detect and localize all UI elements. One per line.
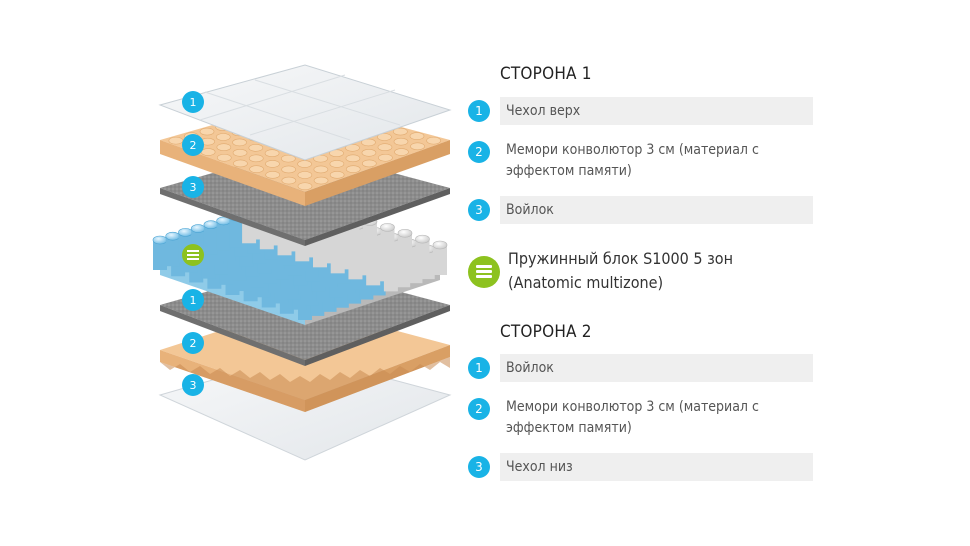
illu-badge-top-3-num: 3 [190,181,197,194]
number-badge: 3 [468,199,490,221]
side2-item-3: 3 Чехол низ [468,453,816,481]
side1-item-1: 1 Чехол верх [468,97,816,125]
item-label-line2: эффектом памяти) [506,420,632,436]
spring-block-layer [152,193,448,325]
illu-badge-top-1-num: 1 [190,96,197,109]
item-label-line1: Мемори конволютор 3 см (материал с [506,142,759,158]
illu-badge-bottom-2: 2 [182,332,204,354]
item-bar [500,196,813,224]
item-label: Войлок [506,202,554,218]
illu-badge-top-1: 1 [182,91,204,113]
illu-badge-bottom-2-num: 2 [190,337,197,350]
item-label-line1: Мемори конволютор 3 см (материал с [506,399,759,415]
number-badge: 2 [468,398,490,420]
illu-spring-badge [182,244,204,266]
spring-label-line1: Пружинный блок S1000 5 зон [508,249,734,268]
illu-badge-bottom-3-num: 3 [190,379,197,392]
side2-title: СТОРОНА 2 [500,322,592,342]
spring-label-line2: (Anatomic multizone) [508,273,664,292]
item-label: Войлок [506,360,554,376]
illustration-badges: 1 2 3 1 2 3 [182,91,204,396]
illu-badge-bottom-3: 3 [182,374,204,396]
item-label: Чехол низ [506,459,573,475]
item-label-line2: эффектом памяти) [506,163,632,179]
number-badge: 3 [468,456,490,478]
illu-badge-bottom-1: 1 [182,289,204,311]
item-bar [500,354,813,382]
item-label: Чехол верх [506,103,581,119]
side1-item-3: 3 Войлок [468,196,816,224]
side2-item-2: 2 Мемори конволютор 3 см (материал с эфф… [468,393,816,441]
illu-badge-bottom-1-num: 1 [190,294,197,307]
item-bar [500,97,813,125]
number-badge: 2 [468,141,490,163]
item-bar [500,453,813,481]
illu-badge-top-2: 2 [182,134,204,156]
side2-item-1: 1 Войлок [468,354,816,382]
side1-item-2: 2 Мемори конволютор 3 см (материал с эфф… [468,136,816,184]
side1-title: СТОРОНА 1 [500,64,592,84]
number-badge: 1 [468,357,490,379]
illu-badge-top-3: 3 [182,176,204,198]
illu-badge-top-2-num: 2 [190,139,197,152]
spring-block-item: Пружинный блок S1000 5 зон (Anatomic mul… [468,246,816,298]
number-badge: 1 [468,100,490,122]
top-cover-layer [158,64,452,161]
stack-icon [468,256,500,288]
